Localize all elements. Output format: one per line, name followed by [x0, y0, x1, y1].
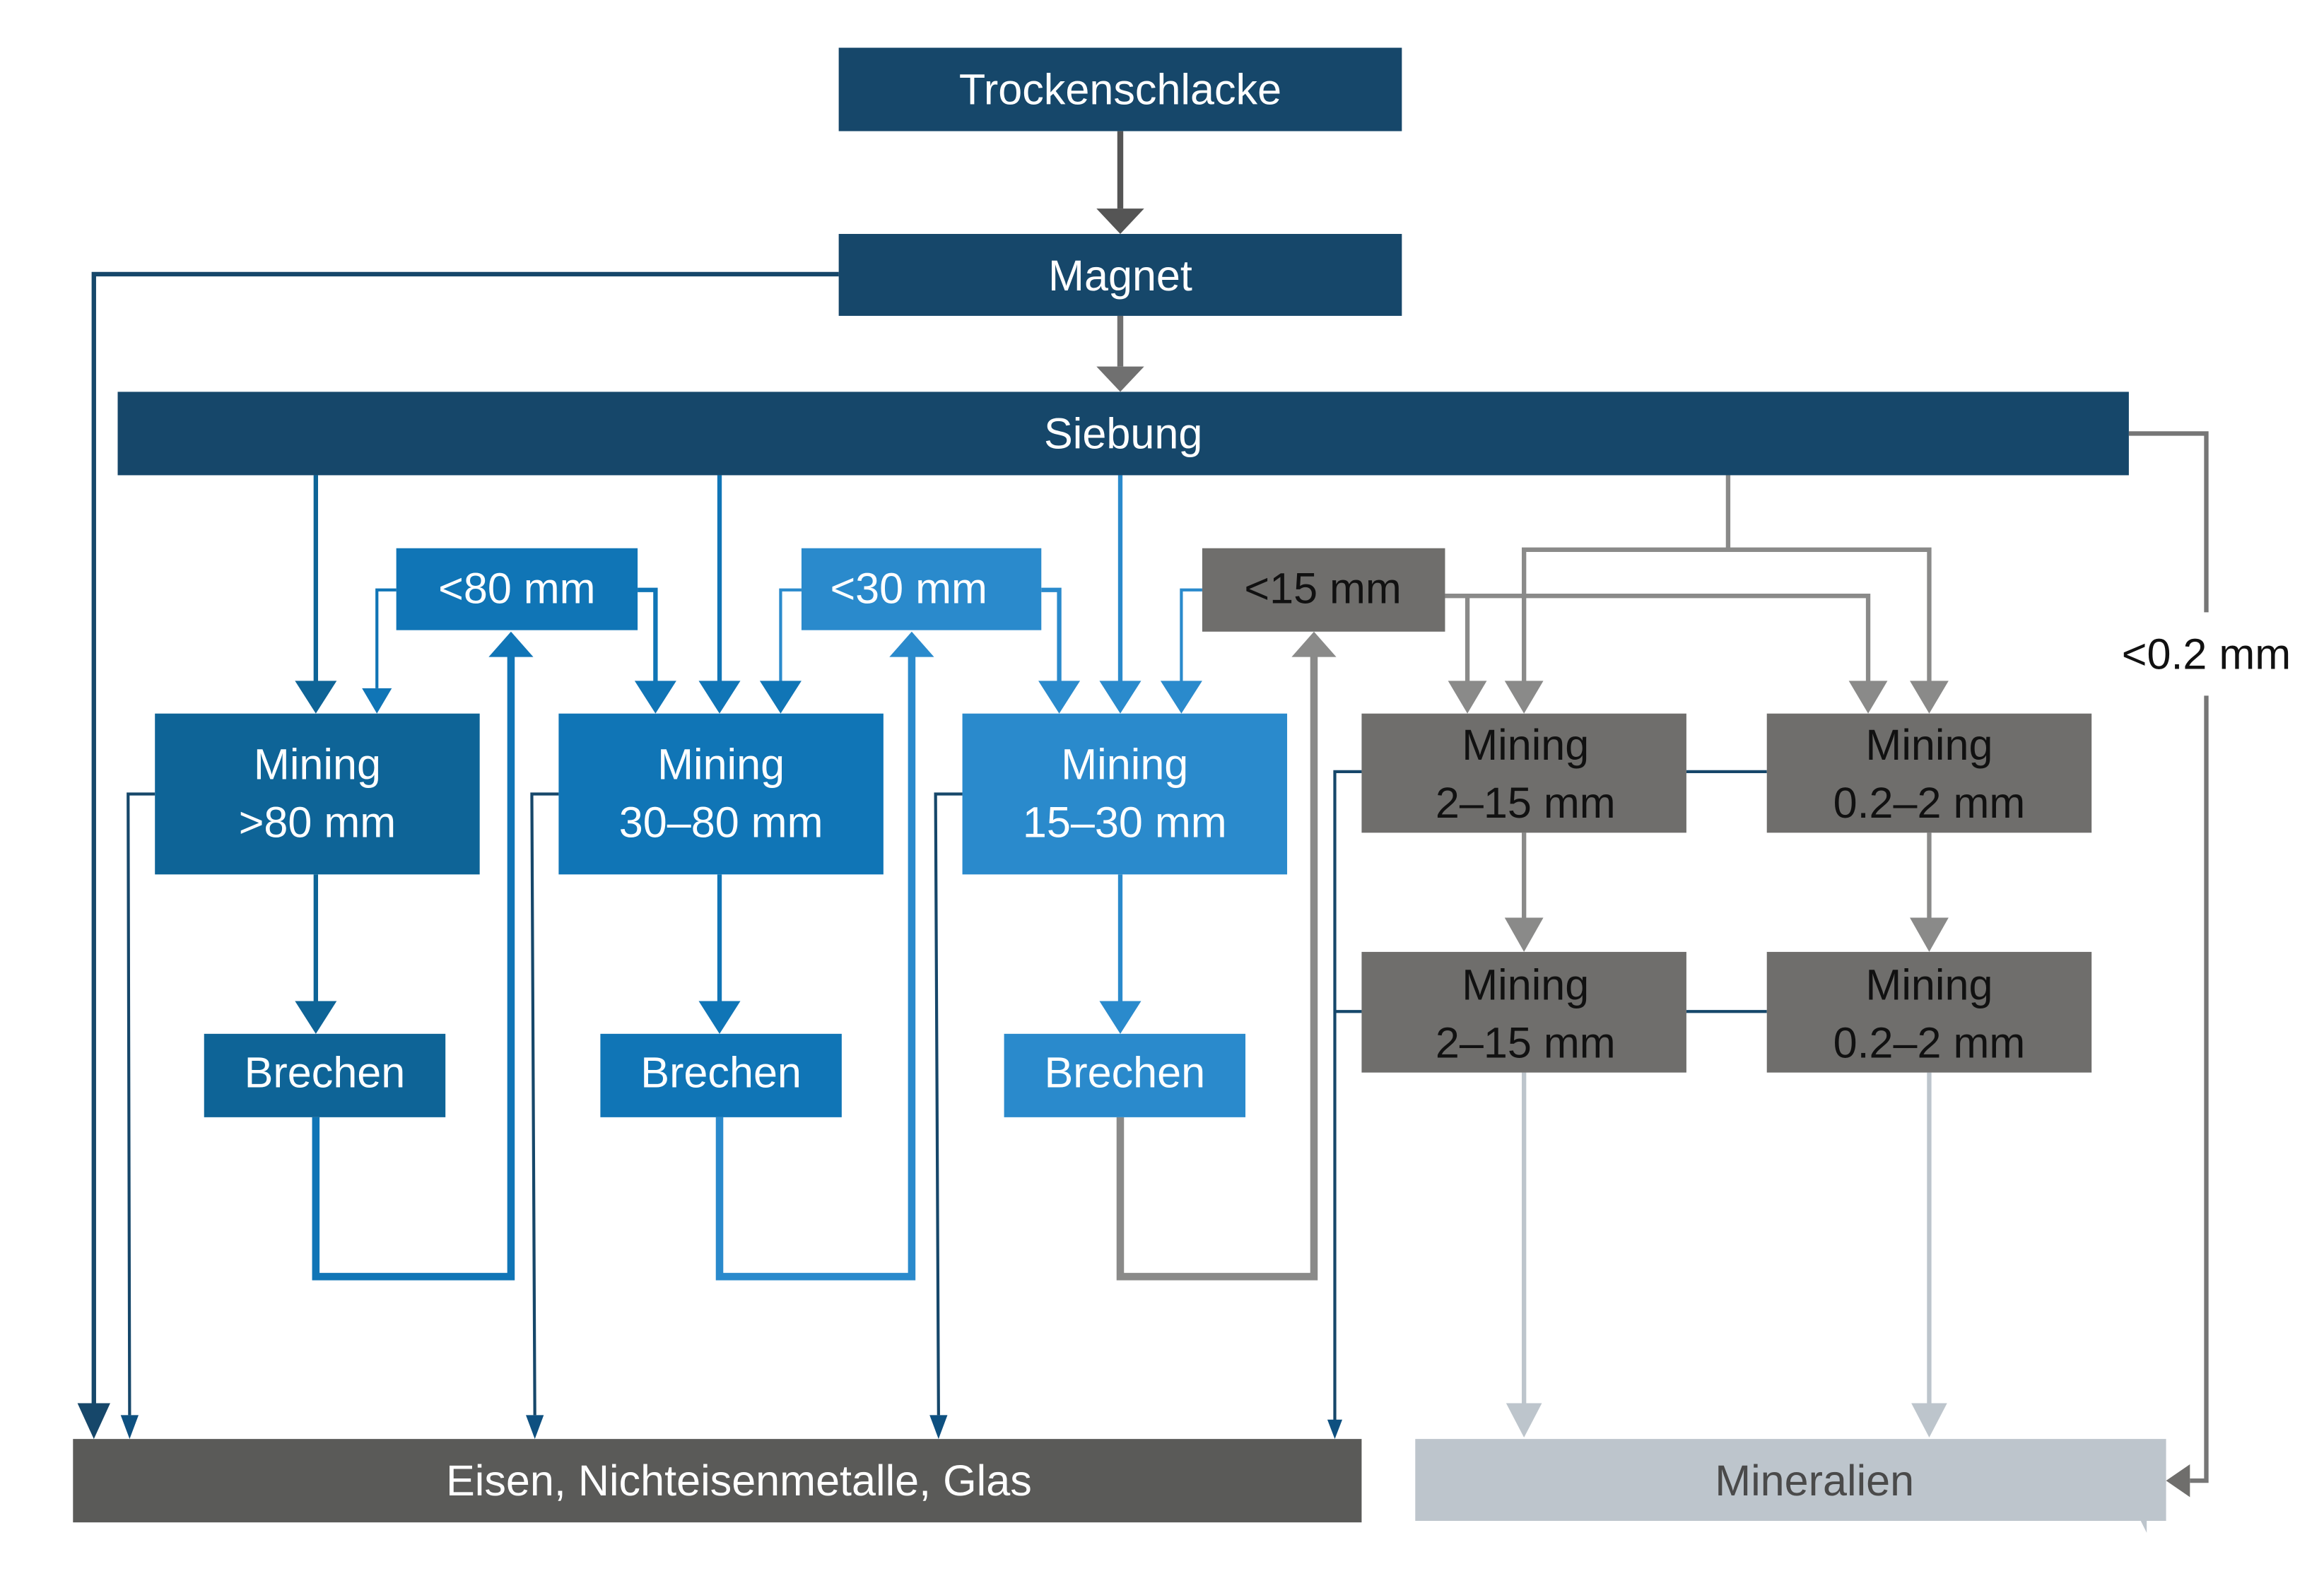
arrowhead: [295, 681, 337, 714]
arrowhead: [526, 1415, 544, 1440]
node-mining-2-15-stage1: Mining 2–15 mm: [1361, 713, 1686, 833]
arrowhead: [1291, 631, 1337, 657]
edge-lt30-15-30: [1041, 587, 1062, 683]
node-lt80: <80 mm: [396, 548, 638, 630]
edge-lt30-30-80: [779, 588, 802, 683]
arrowhead: [634, 681, 676, 714]
arrowhead: [1504, 917, 1544, 952]
edge-siebung-minerals-top: [2128, 431, 2209, 613]
arrowhead: [120, 1415, 139, 1440]
arrowhead: [1910, 917, 1949, 952]
node-mining-gt80: Mining >80 mm: [155, 713, 480, 875]
node-label: Trockenschlacke: [959, 66, 1281, 114]
edge-label-lt02: <0.2 mm: [2122, 630, 2291, 678]
arrowhead: [759, 681, 802, 714]
node-label: Mineralien: [1715, 1457, 1914, 1505]
edge-lt15-2-15: [1445, 594, 1470, 683]
edge-lt15-02-2: [1467, 594, 1871, 683]
node-label-line1: Mining: [1061, 740, 1188, 788]
node-label: Magnet: [1048, 252, 1192, 300]
arrowhead: [1099, 1001, 1142, 1034]
node-lt30: <30 mm: [801, 548, 1042, 630]
node-label-line2: 2–15 mm: [1436, 1018, 1616, 1066]
node-label-line1: Mining: [1865, 960, 1993, 1008]
edge-lt80-30-80: [638, 587, 658, 683]
node-label-line1: Mining: [1865, 721, 1993, 769]
arrowhead: [1099, 681, 1142, 714]
arrowhead: [295, 1001, 337, 1034]
arrowhead: [1327, 1419, 1343, 1440]
node-label: Siebung: [1044, 409, 1202, 457]
arrowhead: [1448, 681, 1487, 714]
node-label-line2: 15–30 mm: [1023, 799, 1227, 847]
node-brechen-3: Brechen: [1004, 1033, 1246, 1117]
connectors: [77, 131, 2209, 1498]
node-minerals: Mineralien: [1415, 1439, 2166, 1533]
arrowhead: [1096, 208, 1144, 235]
arrowhead: [1848, 681, 1888, 714]
edge-brechen2-lt30: [715, 655, 916, 1281]
node-lt15: <15 mm: [1202, 548, 1445, 632]
node-label: <15 mm: [1244, 565, 1401, 613]
node-mining-02-2-stage1: Mining 0.2–2 mm: [1766, 713, 2092, 833]
node-mining-2-15-stage2: Mining 2–15 mm: [1361, 951, 1686, 1073]
arrowhead: [1160, 681, 1202, 714]
arrowhead: [1504, 681, 1544, 714]
arrowhead: [362, 688, 392, 714]
node-label: <80 mm: [438, 565, 595, 613]
arrowhead: [488, 631, 534, 657]
node-mining-15-30: Mining 15–30 mm: [962, 713, 1288, 875]
edge-lt15-15-30: [1180, 588, 1202, 683]
node-mining-30-80: Mining 30–80 mm: [558, 713, 884, 875]
node-brechen-2: Brechen: [600, 1033, 842, 1117]
edge-gt80-metals: [127, 792, 155, 1416]
node-label: Eisen, Nichteisenmetalle, Glas: [446, 1457, 1032, 1505]
node-label: Brechen: [1045, 1049, 1206, 1097]
node-label-line1: Mining: [254, 740, 381, 788]
node-brechen-1: Brechen: [204, 1033, 446, 1117]
node-metals: Eisen, Nichteisenmetalle, Glas: [73, 1439, 1362, 1523]
node-label-line1: Mining: [1462, 721, 1589, 769]
arrowhead: [698, 681, 741, 714]
node-label: Brechen: [640, 1049, 802, 1097]
node-label-line1: Mining: [657, 740, 785, 788]
node-mining-02-2-stage2: Mining 0.2–2 mm: [1766, 951, 2092, 1073]
node-label-line2: 0.2–2 mm: [1833, 779, 2026, 827]
node-label-line2: >80 mm: [239, 799, 396, 847]
node-label: Brechen: [245, 1049, 406, 1097]
arrowhead: [1910, 681, 1949, 714]
node-siebung: Siebung: [117, 392, 2129, 476]
edge-siebung-minerals-bottom: [2190, 695, 2209, 1483]
edge-lt80-gt80: [375, 588, 397, 688]
edge-siebung-fine-split: [1522, 547, 1932, 683]
node-label-line2: 0.2–2 mm: [1833, 1018, 2026, 1066]
node-label-line1: Mining: [1462, 960, 1589, 1008]
node-label: <30 mm: [830, 565, 987, 613]
arrowhead: [1096, 366, 1144, 392]
arrowhead: [698, 1001, 741, 1034]
edge-30-80-metals: [530, 792, 559, 1416]
arrowhead: [889, 631, 934, 657]
node-label-line2: 30–80 mm: [619, 799, 823, 847]
node-magnet: Magnet: [838, 234, 1402, 316]
edge-magnet-metals: [91, 271, 839, 1408]
arrowhead: [2166, 1464, 2190, 1498]
node-trockenschlacke: Trockenschlacke: [838, 47, 1402, 131]
arrowhead: [77, 1403, 110, 1440]
edge-brechen1-lt80: [312, 655, 515, 1281]
edge-brechen3-lt15: [1116, 655, 1318, 1281]
arrowhead: [1038, 681, 1081, 714]
edge-fine-metals: [1333, 770, 1362, 1423]
arrowhead: [1911, 1403, 1947, 1438]
node-label-line2: 2–15 mm: [1436, 779, 1616, 827]
edge-15-30-metals: [934, 792, 963, 1416]
arrowhead: [929, 1415, 948, 1440]
arrowhead: [1506, 1403, 1542, 1438]
